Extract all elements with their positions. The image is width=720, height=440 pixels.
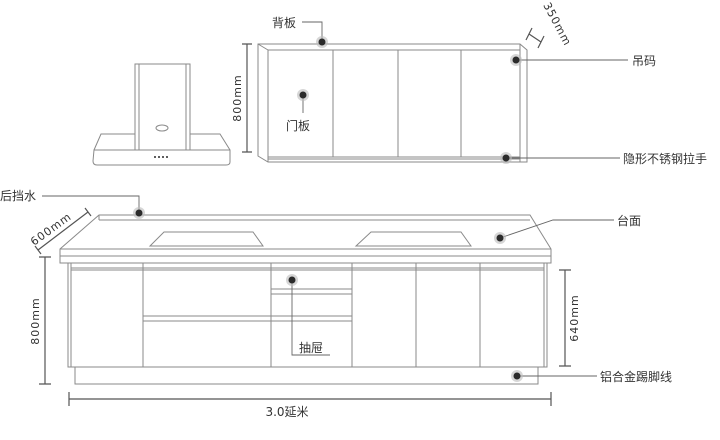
base-cabinet [59, 214, 552, 385]
wall-cabinet-depth-dimension: 350mm [525, 0, 574, 48]
wall-cabinet [257, 43, 528, 163]
svg-text:台面: 台面 [617, 213, 641, 228]
wall-cabinet-height-dimension: 800mm [231, 43, 252, 153]
total-length-dimension: 3.0延米 [68, 392, 552, 419]
callout-hanger: 吊码 [510, 54, 656, 68]
svg-text:门板: 门板 [286, 118, 310, 133]
callout-drawer: 抽屉 [286, 274, 330, 356]
wall-cabinet-height-label: 800mm [231, 74, 244, 121]
total-length-label: 3.0延米 [265, 405, 308, 419]
callout-hidden-handle: 隐形不锈钢拉手 [500, 151, 707, 166]
callout-backsplash: 后挡水 [0, 189, 145, 219]
base-height-dimension: 800mm [29, 256, 51, 385]
svg-text:吊码: 吊码 [632, 54, 656, 68]
svg-text:铝合金踢脚线: 铝合金踢脚线 [600, 369, 672, 384]
wall-cabinet-depth-label: 350mm [540, 0, 574, 48]
svg-text:抽屉: 抽屉 [299, 341, 323, 355]
svg-text:隐形不锈钢拉手: 隐形不锈钢拉手 [623, 151, 707, 166]
callout-countertop: 台面 [494, 213, 641, 244]
callout-back-panel: 背板 [272, 16, 328, 48]
door-height-dimension: 640mm [559, 269, 581, 367]
callout-door-panel: 门板 [286, 89, 310, 133]
door-height-label: 640mm [568, 294, 581, 341]
range-hood [92, 63, 231, 166]
svg-text:背板: 背板 [272, 16, 296, 30]
svg-text:后挡水: 后挡水 [0, 189, 36, 203]
callout-kickboard: 铝合金踢脚线 [511, 369, 672, 384]
base-height-label: 800mm [29, 297, 42, 344]
